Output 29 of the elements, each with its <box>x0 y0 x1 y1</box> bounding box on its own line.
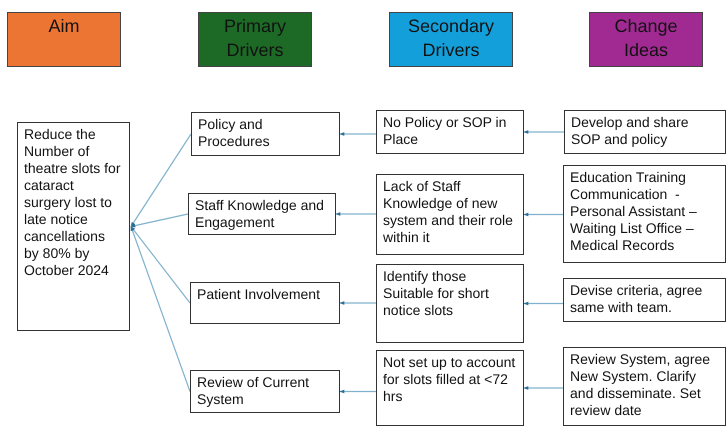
arrow <box>130 213 188 228</box>
arrow <box>524 302 563 306</box>
header-box: Primary Drivers <box>198 12 312 67</box>
driver-box: Not set up to account for slots filled at <72 hrs <box>376 350 524 426</box>
arrow <box>130 226 191 392</box>
idea-box: Education Training Communication - Personal Assistant – Waiting List Office – Medical Records <box>563 165 726 263</box>
arrow <box>524 212 563 216</box>
driver-box: Lack of Staff Knowledge of new system and their role within it <box>376 174 524 255</box>
arrow <box>524 130 564 134</box>
arrow <box>130 226 190 304</box>
idea-box: Review System, agree New System. Clarify and disseminate. Set review date <box>563 347 726 426</box>
arrow <box>524 386 563 390</box>
driver-box: Staff Knowledge and Engagement <box>188 193 336 235</box>
arrow <box>340 301 376 305</box>
arrow <box>130 134 192 227</box>
driver-box: Identify those Suitable for short notice slots <box>376 264 524 343</box>
arrow <box>336 212 376 216</box>
arrow <box>340 390 376 394</box>
header-box: Change Ideas <box>589 12 703 67</box>
header-box: Aim <box>7 12 121 67</box>
header-box: Secondary Drivers <box>389 12 513 67</box>
idea-box: Devise criteria, agree same with team. <box>563 278 726 322</box>
aim-box: Reduce the Number of theatre slots for cataract surgery lost to late notice cancellations by 80% by October 2024 <box>17 122 130 331</box>
driver-box: No Policy or SOP in Place <box>376 110 524 154</box>
driver-box: Review of Current System <box>190 370 340 413</box>
driver-box: Policy and Procedures <box>191 112 340 156</box>
arrow <box>340 132 376 136</box>
idea-box: Develop and share SOP and policy <box>564 110 726 154</box>
driver-box: Patient Involvement <box>190 282 340 324</box>
